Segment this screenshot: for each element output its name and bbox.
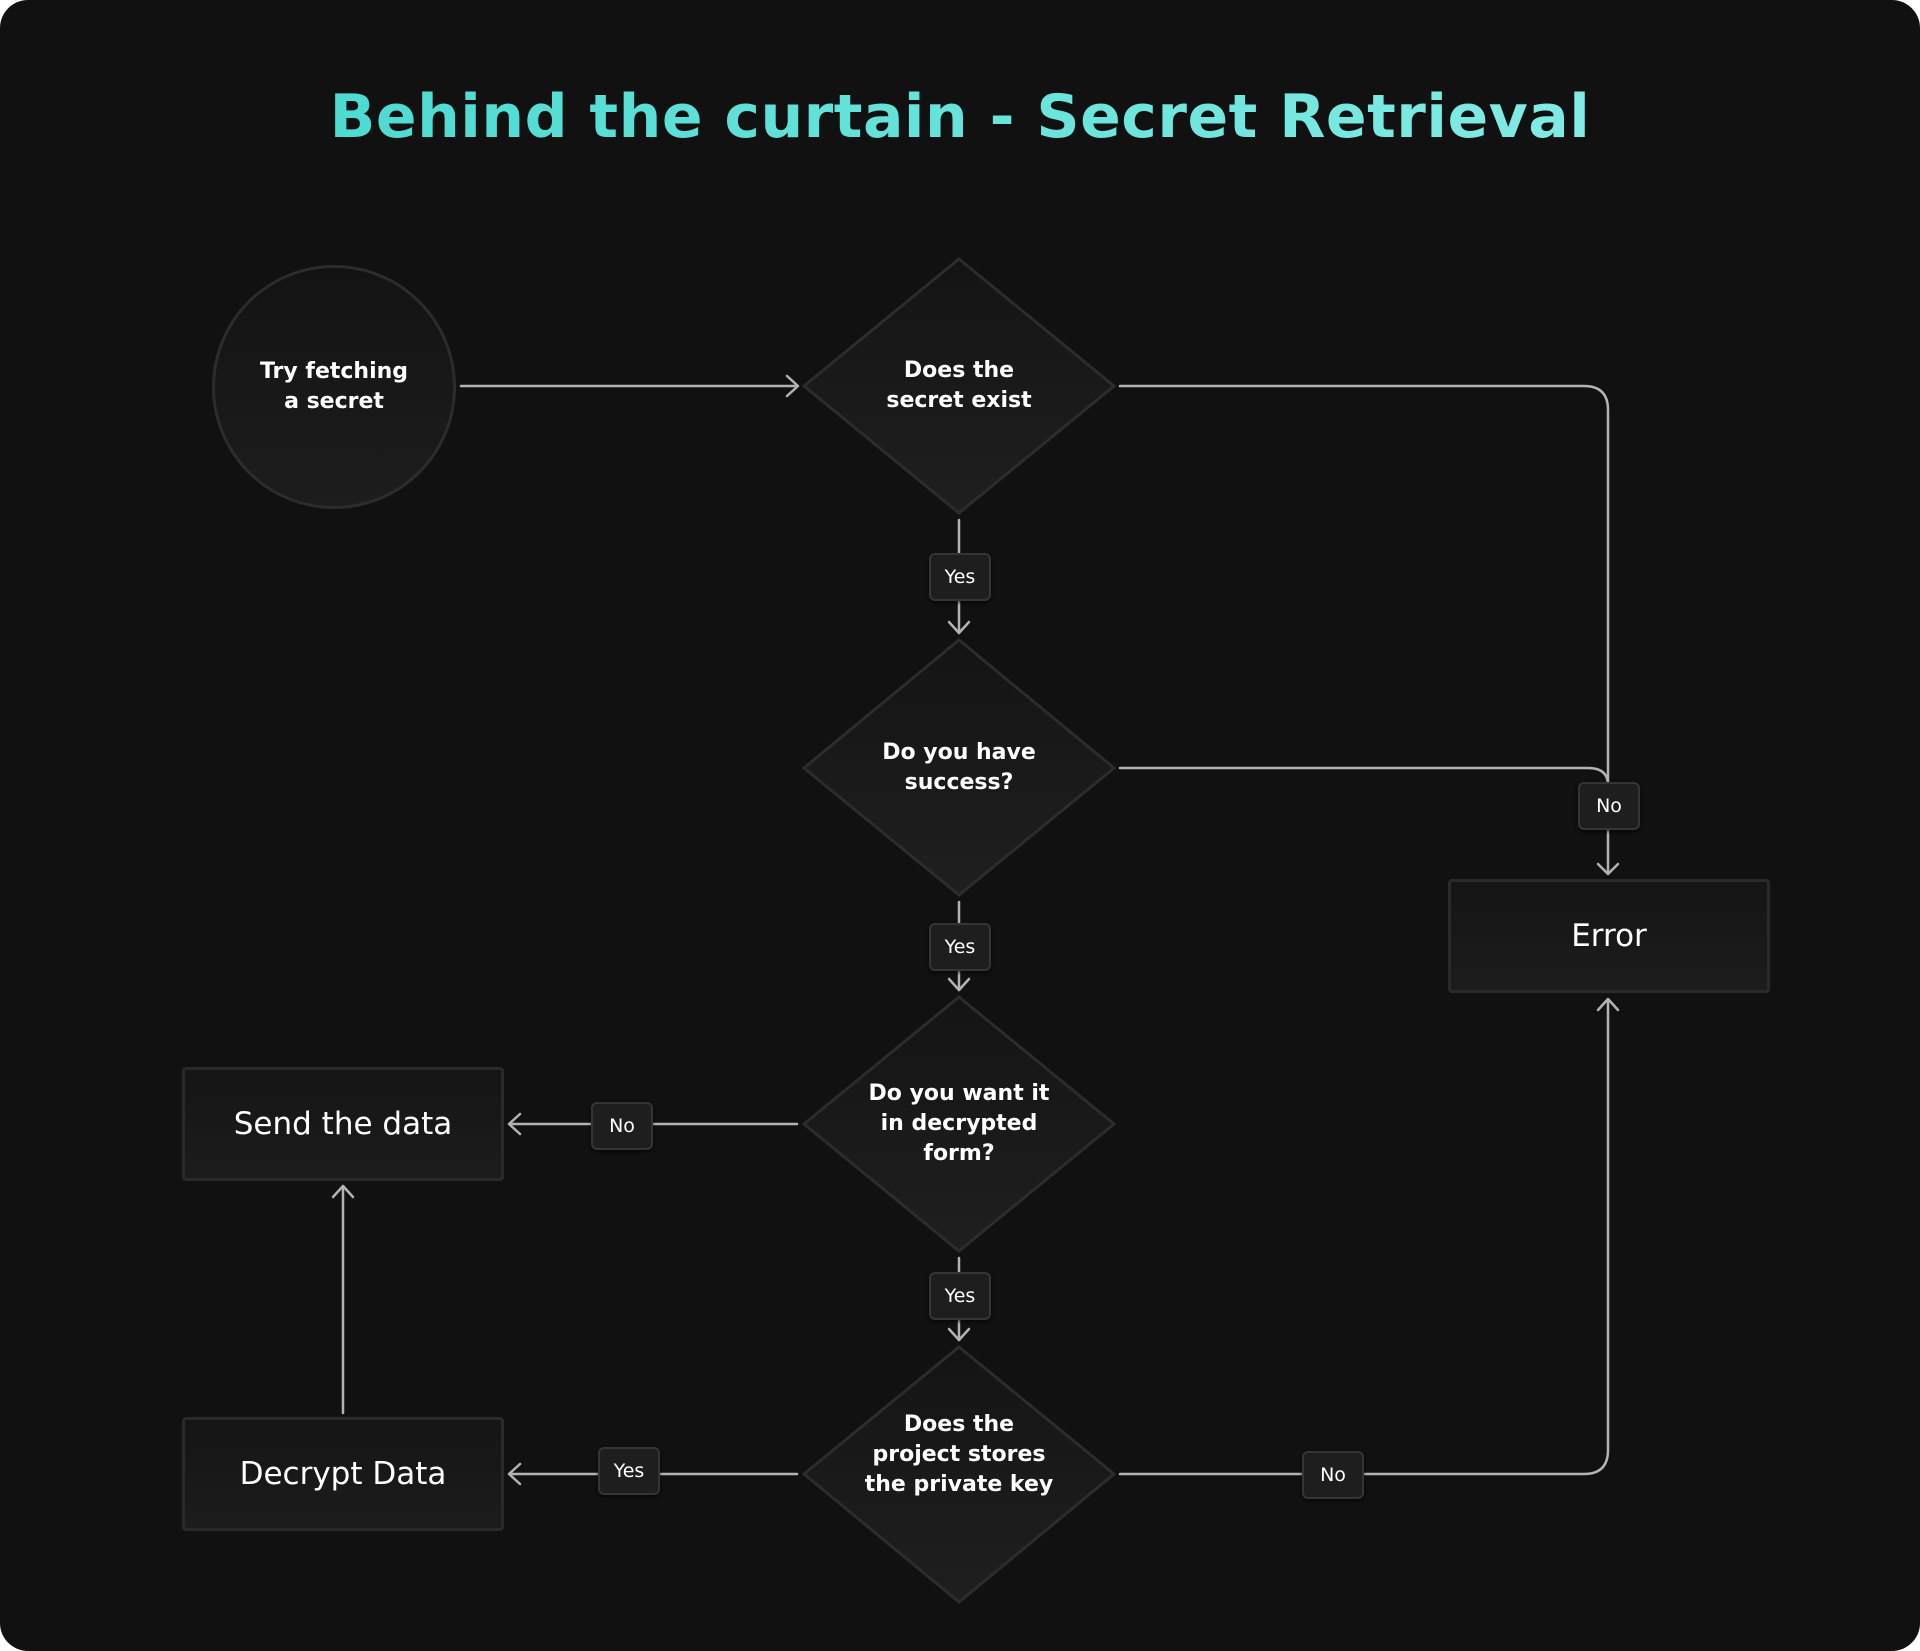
edge-private-key-to-error <box>1118 998 1610 1476</box>
diamond-private-key <box>801 1345 1117 1604</box>
edge-label-no: No <box>1302 1451 1364 1499</box>
arrowhead-down-error <box>1596 862 1620 876</box>
error-node: Error <box>1448 879 1770 993</box>
arrowhead-left <box>507 1112 522 1136</box>
arrowhead-down <box>947 1327 971 1342</box>
diamond-decrypted-form <box>801 995 1117 1253</box>
start-node: Try fetching a secret <box>212 265 456 509</box>
arrowhead-up <box>331 1184 355 1199</box>
diamond-success <box>801 638 1117 897</box>
arrowhead-left <box>507 1462 522 1486</box>
start-node-label: Try fetching a secret <box>259 359 409 414</box>
secret-exists-label: Does the secret exist <box>886 358 1032 413</box>
edge-label-yes: Yes <box>929 1272 991 1320</box>
private-key-label: Does the project stores the private key <box>864 1412 1054 1497</box>
edge-success-to-error <box>1118 766 1610 787</box>
success-label: Do you have success? <box>882 740 1036 795</box>
edge-exists-to-error <box>1118 384 1610 875</box>
diamond-secret-exists <box>801 257 1117 515</box>
diagram-title: Behind the curtain - Secret Retrieval <box>0 82 1920 152</box>
decrypt-data-node: Decrypt Data <box>182 1417 504 1531</box>
edge-label-no: No <box>591 1102 653 1150</box>
arrowhead-up-error <box>1596 997 1620 1012</box>
edge-label-no: No <box>1578 782 1640 830</box>
edge-label-yes: Yes <box>929 553 991 601</box>
arrowhead-right <box>785 374 800 398</box>
arrowhead-down <box>947 977 971 992</box>
edge-label-yes: Yes <box>929 923 991 971</box>
edge-label-yes: Yes <box>598 1447 660 1495</box>
arrowhead-down <box>947 620 971 635</box>
send-data-node: Send the data <box>182 1067 504 1181</box>
decrypted-form-label: Do you want it in decrypted form? <box>868 1081 1050 1166</box>
